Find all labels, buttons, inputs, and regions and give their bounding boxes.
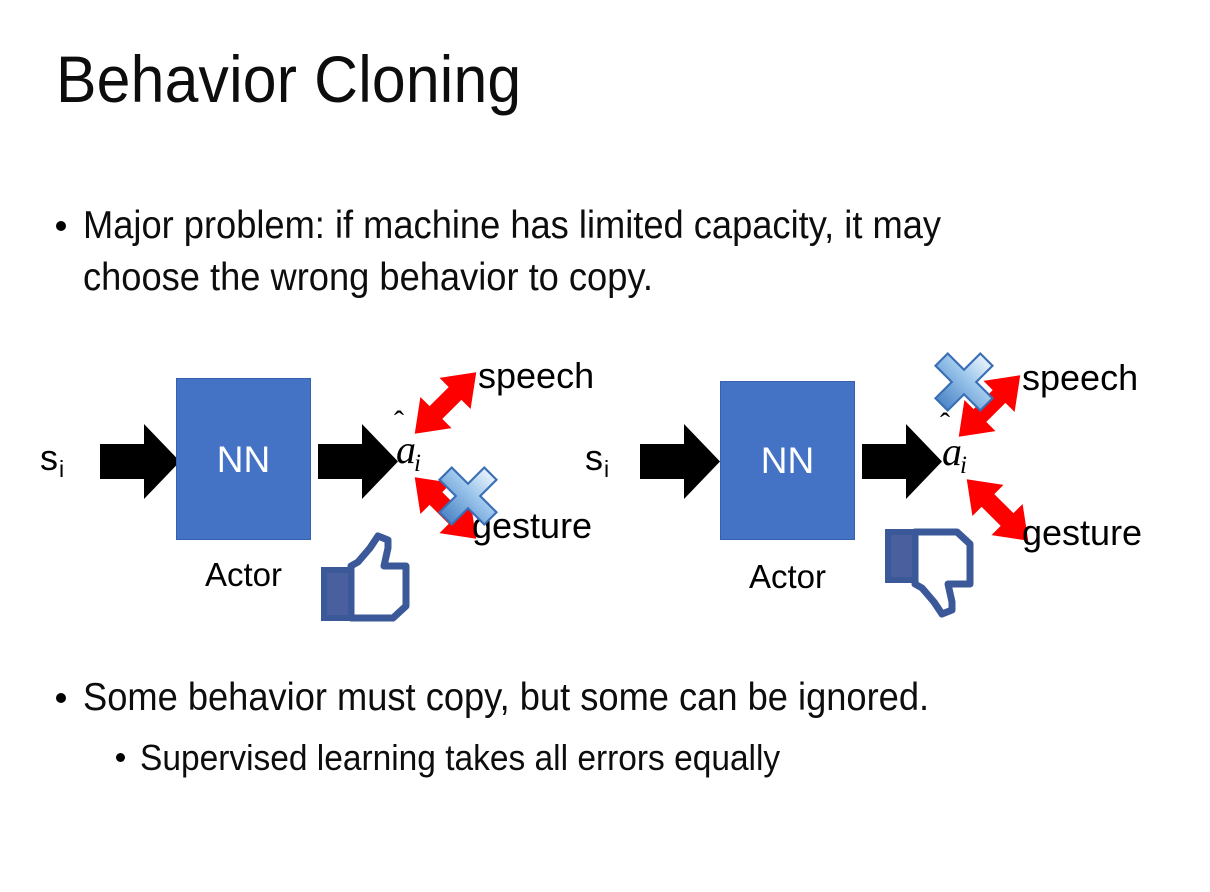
bullet-item-some: Some behavior must copy, but some can be…: [56, 672, 1156, 724]
output-action-symbol: a: [942, 429, 962, 474]
nn-box-left: NN: [176, 378, 311, 540]
branch-arrow-speech-right: [958, 375, 1021, 437]
bullet-text: Supervised learning takes all errors equ…: [140, 737, 781, 778]
nn-box-label: NN: [760, 440, 815, 481]
actor-caption-right: Actor: [748, 558, 827, 595]
bullet-item-major: Major problem: if machine has limited ca…: [56, 200, 1066, 304]
arrow-input-to-nn-left: [100, 424, 180, 499]
thumbs-up-icon-left: [321, 532, 410, 622]
branch-label-speech-left: speech: [478, 355, 595, 396]
arrow-nn-to-output-left: [318, 424, 398, 499]
output-action-subscript: i: [414, 450, 421, 477]
diagram-right: si NN Actor ̂ai: [560, 340, 1210, 640]
page-title: Behavior Cloning: [56, 42, 522, 116]
cross-mark-icon-speech-right: [933, 351, 995, 413]
nn-box-label: NN: [216, 438, 271, 480]
input-state-subscript: i: [604, 456, 610, 482]
bullet-text: Some behavior must copy, but some can be…: [83, 676, 930, 719]
bullet-marker-icon: [56, 693, 66, 703]
input-state-label-right: si: [585, 437, 609, 481]
bullet-marker-icon: [56, 221, 66, 231]
input-state-symbol: s: [585, 437, 603, 478]
bullet-text: Major problem: if machine has limited ca…: [83, 204, 942, 299]
arrow-nn-to-output-right: [862, 424, 942, 499]
arrow-input-to-nn-right: [640, 424, 720, 499]
bullet-item-supervised: Supervised learning takes all errors equ…: [116, 734, 1156, 782]
branch-label-speech-right: speech: [1022, 357, 1139, 398]
input-state-label-left: si: [40, 437, 64, 481]
output-action-symbol: a: [396, 427, 416, 472]
nn-box-right: NN: [720, 381, 855, 540]
branch-arrow-speech-left: [414, 372, 477, 434]
output-action-subscript: i: [960, 452, 967, 479]
input-state-subscript: i: [59, 456, 65, 482]
cross-mark-icon-gesture-left: [437, 465, 499, 527]
bullet-marker-icon: [116, 753, 125, 762]
branch-arrow-gesture-right: [966, 479, 1029, 541]
thumbs-down-icon-right: [885, 528, 974, 618]
output-action-label-left: ̂ai: [396, 427, 423, 477]
output-action-label-right: ̂ai: [942, 429, 969, 479]
diagram-left: si NN Actor ̂ai speech gesture: [0, 340, 610, 640]
input-state-symbol: s: [40, 437, 58, 478]
branch-label-gesture-right: gesture: [1022, 512, 1143, 553]
actor-caption-left: Actor: [204, 556, 283, 593]
